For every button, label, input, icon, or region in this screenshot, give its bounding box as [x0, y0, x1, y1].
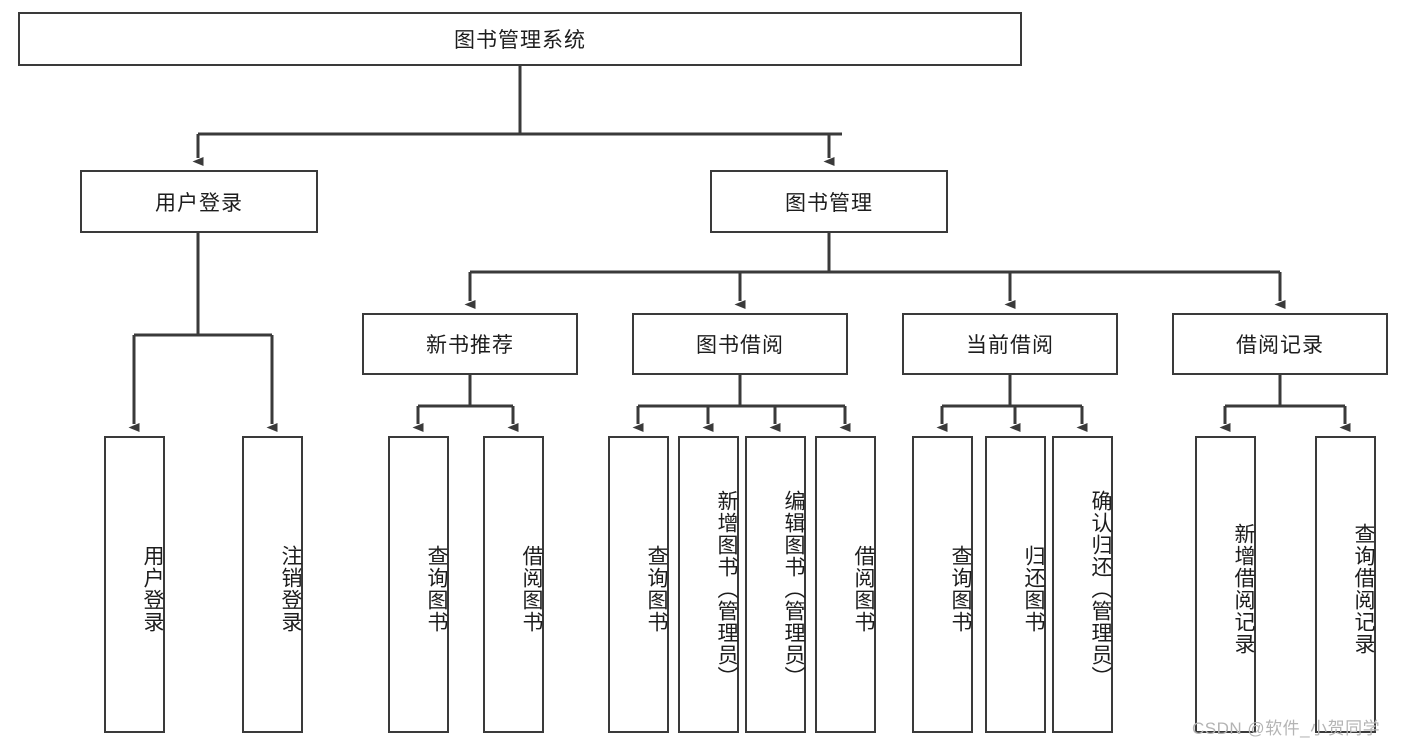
- node-leaf-add-book[interactable]: 新增图书（管理员）: [678, 436, 739, 733]
- node-root-system[interactable]: 图书管理系统: [18, 12, 1022, 66]
- node-leaf-return-book-label: 归还图书: [1022, 544, 1045, 633]
- node-borrow-record[interactable]: 借阅记录: [1172, 313, 1388, 375]
- node-book-borrow-label: 图书借阅: [696, 334, 784, 357]
- node-leaf-borrow-book-2[interactable]: 借阅图书: [815, 436, 876, 733]
- node-new-book-recommend[interactable]: 新书推荐: [362, 313, 578, 375]
- node-leaf-query-book-1-label: 查询图书: [425, 544, 448, 633]
- node-user-login-label: 用户登录: [155, 191, 243, 215]
- node-book-management-label: 图书管理: [785, 191, 873, 215]
- node-leaf-borrow-book-1[interactable]: 借阅图书: [483, 436, 544, 733]
- node-root-system-label: 图书管理系统: [454, 29, 586, 52]
- node-leaf-borrow-book-1-label: 借阅图书: [520, 544, 543, 633]
- node-leaf-edit-book-label: 编辑图书（管理员）: [782, 489, 805, 688]
- node-leaf-user-login[interactable]: 用户登录: [104, 436, 165, 733]
- node-new-book-recommend-label: 新书推荐: [426, 334, 514, 357]
- node-leaf-confirm-return-label: 确认归还（管理员）: [1089, 489, 1112, 688]
- node-user-login[interactable]: 用户登录: [80, 170, 318, 233]
- csdn-watermark: CSDN @软件_小贺同学: [1192, 719, 1381, 738]
- node-borrow-record-label: 借阅记录: [1236, 334, 1324, 357]
- node-book-management[interactable]: 图书管理: [710, 170, 948, 233]
- node-leaf-query-book-2[interactable]: 查询图书: [608, 436, 669, 733]
- node-leaf-query-record-label: 查询借阅记录: [1352, 522, 1375, 655]
- node-current-borrow-label: 当前借阅: [966, 334, 1054, 357]
- node-leaf-add-record-label: 新增借阅记录: [1232, 522, 1255, 655]
- node-leaf-query-book-2-label: 查询图书: [645, 544, 668, 633]
- node-leaf-confirm-return[interactable]: 确认归还（管理员）: [1052, 436, 1113, 733]
- node-leaf-logout-label: 注销登录: [279, 544, 302, 633]
- node-leaf-add-record[interactable]: 新增借阅记录: [1195, 436, 1256, 733]
- node-leaf-query-book-3[interactable]: 查询图书: [912, 436, 973, 733]
- node-current-borrow[interactable]: 当前借阅: [902, 313, 1118, 375]
- node-leaf-query-record[interactable]: 查询借阅记录: [1315, 436, 1376, 733]
- node-leaf-add-book-label: 新增图书（管理员）: [715, 489, 738, 688]
- node-leaf-user-login-label: 用户登录: [141, 544, 164, 633]
- node-leaf-borrow-book-2-label: 借阅图书: [852, 544, 875, 633]
- node-book-borrow[interactable]: 图书借阅: [632, 313, 848, 375]
- node-leaf-query-book-3-label: 查询图书: [949, 544, 972, 633]
- node-leaf-query-book-1[interactable]: 查询图书: [388, 436, 449, 733]
- node-leaf-return-book[interactable]: 归还图书: [985, 436, 1046, 733]
- node-leaf-logout[interactable]: 注销登录: [242, 436, 303, 733]
- node-leaf-edit-book[interactable]: 编辑图书（管理员）: [745, 436, 806, 733]
